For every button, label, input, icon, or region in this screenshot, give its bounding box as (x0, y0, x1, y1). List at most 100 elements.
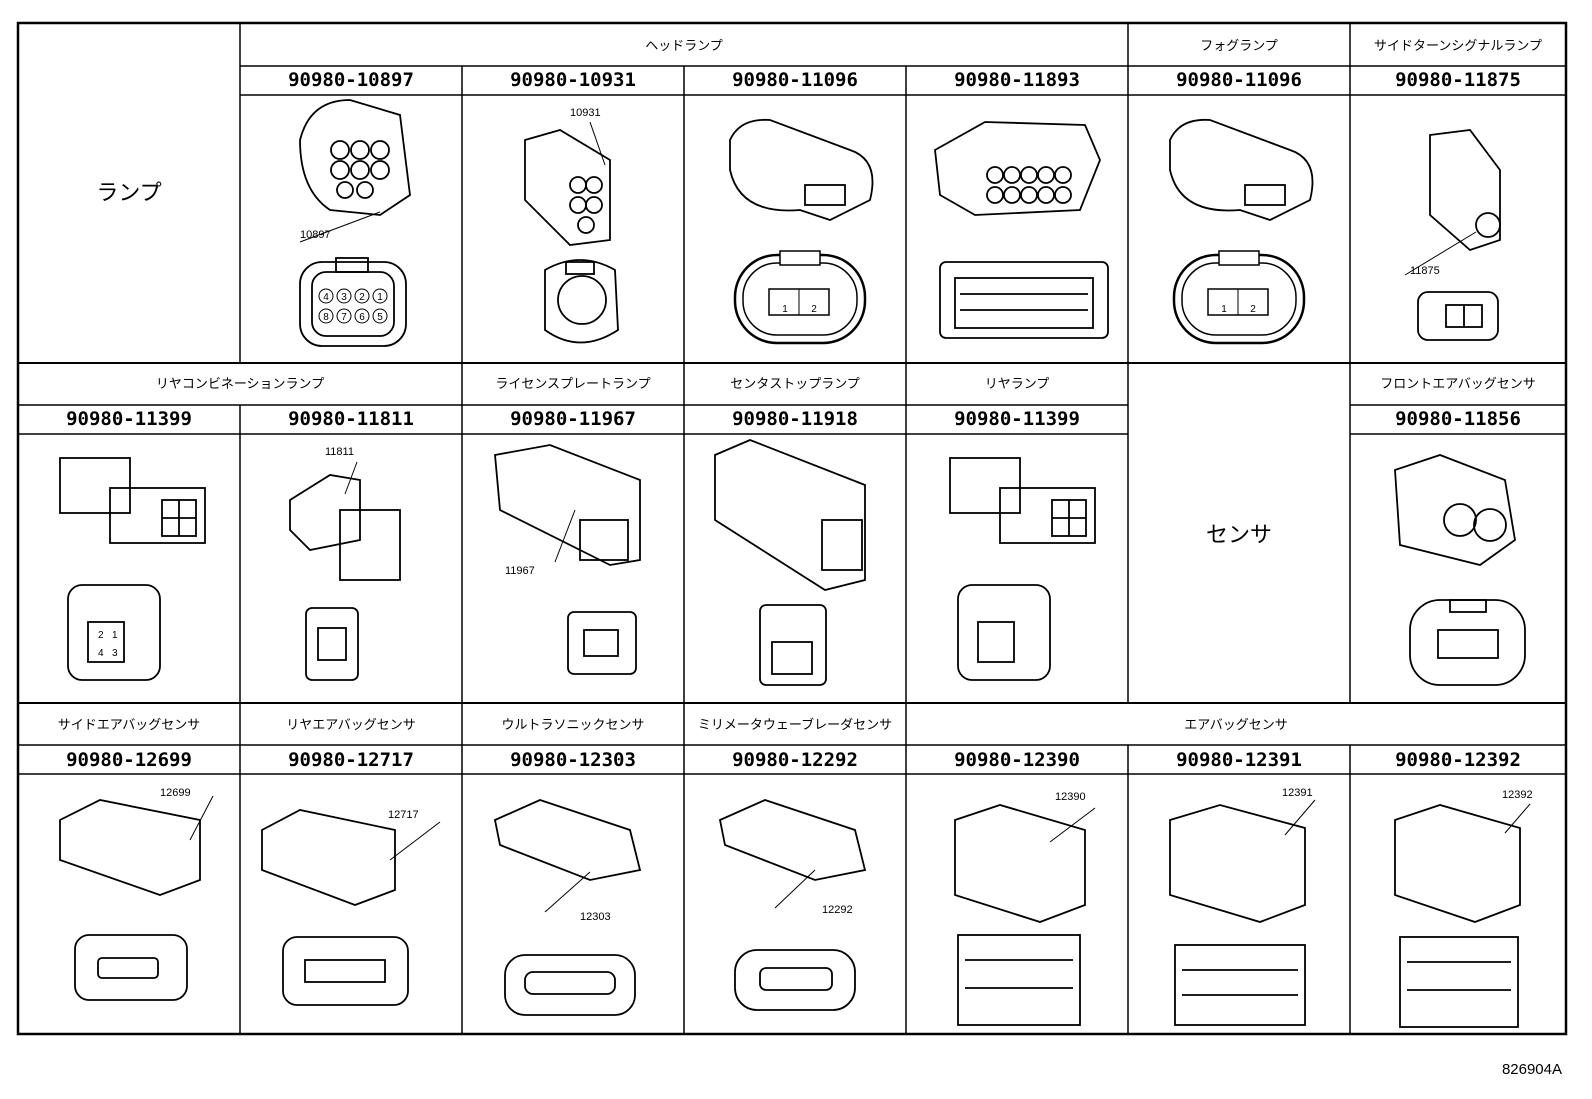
connector-11096-fog-face (1172, 249, 1306, 345)
part-number: 90980-12717 (288, 749, 414, 771)
svg-text:2: 2 (98, 630, 104, 641)
callout-leader (554, 509, 576, 563)
callout-leader (774, 869, 816, 909)
callout-10931: 10931 (570, 107, 601, 119)
part-number: 90980-11399 (66, 408, 192, 430)
connector-11875-drawing (1417, 129, 1501, 341)
part-number: 90980-12392 (1395, 749, 1521, 771)
lamp-section-label: ランプ (96, 181, 161, 206)
part-number: 90980-10897 (288, 69, 414, 91)
connector-10897-drawing (299, 99, 411, 347)
callout-12392: 12392 (1502, 789, 1533, 801)
callout-12717: 12717 (388, 809, 419, 821)
grid-lines (16, 21, 1568, 1036)
front-airbag-sensor-header: フロントエアバッグセンサ (1380, 377, 1535, 392)
part-number: 90980-11856 (1395, 408, 1521, 430)
connector-12303-drawing (493, 799, 642, 1016)
side-turn-signal-header: サイドターンシグナルランプ (1374, 39, 1542, 54)
svg-text:5: 5 (377, 312, 383, 323)
callout-12292: 12292 (822, 904, 853, 916)
connector-11893-drawing (934, 121, 1109, 339)
part-number: 90980-11967 (510, 408, 636, 430)
part-number: 90980-12391 (1176, 749, 1302, 771)
pin-label: 2 (1250, 304, 1256, 315)
connector-12292-drawing (718, 799, 867, 1011)
part-number: 90980-12292 (732, 749, 858, 771)
part-number: 90980-11096 (732, 69, 858, 91)
connector-12392-drawing (1394, 804, 1521, 1028)
sensor-section-label: センサ (1206, 523, 1272, 548)
part-number: 90980-11399 (954, 408, 1080, 430)
connector-12699-drawing (59, 799, 201, 1001)
part-number: 90980-12699 (66, 749, 192, 771)
connector-11811-drawing (289, 474, 401, 681)
connector-12717-drawing (261, 809, 409, 1006)
pin-labels: 4 3 2 1 8 7 6 5 (318, 288, 388, 324)
callout-10897: 10897 (300, 229, 331, 241)
row3-part-numbers: 90980-12699 90980-12717 90980-12303 9098… (66, 749, 1521, 771)
svg-text:6: 6 (359, 312, 365, 323)
connector-11399-rear-drawing (949, 457, 1096, 681)
part-number: 90980-11893 (954, 69, 1080, 91)
callout-11875: 11875 (1410, 265, 1440, 277)
connector-11096-drawing (729, 118, 874, 221)
callout-leader (189, 795, 214, 841)
license-plate-lamp-header: ライセンスプレートランプ (495, 377, 650, 392)
connector-11967-drawing (494, 444, 641, 675)
callout-leader (589, 121, 606, 166)
rear-airbag-sensor-header: リヤエアバッグセンサ (286, 718, 415, 733)
part-number: 90980-12390 (954, 749, 1080, 771)
connector-11856-drawing (1394, 454, 1526, 686)
connector-11918-drawing (714, 439, 866, 686)
part-number: 90980-11875 (1395, 69, 1521, 91)
connector-10931-drawing (524, 129, 619, 344)
svg-text:2: 2 (359, 292, 365, 303)
pin-label: 1 (782, 304, 788, 315)
callout-leader (544, 871, 591, 913)
pin-label: 2 (811, 304, 817, 315)
part-number: 90980-11918 (732, 408, 858, 430)
row1-part-numbers: 90980-10897 90980-10931 90980-11096 9098… (288, 69, 1521, 91)
airbag-sensor-header: エアバッグセンサ (1184, 718, 1287, 733)
svg-text:4: 4 (98, 648, 104, 659)
side-airbag-sensor-header: サイドエアバッグセンサ (58, 718, 200, 733)
row2-part-numbers: 90980-11399 90980-11811 90980-11967 9098… (66, 408, 1521, 430)
part-number: 90980-12303 (510, 749, 636, 771)
connector-11096-fog-drawing (1169, 118, 1314, 221)
callout-12390: 12390 (1055, 791, 1086, 803)
part-number: 90980-11096 (1176, 69, 1302, 91)
rear-lamp-header: リヤランプ (985, 377, 1050, 392)
fog-lamp-header: フォグランプ (1200, 39, 1278, 54)
pin-label: 1 (1221, 304, 1227, 315)
figure-number: 826904A (1502, 1061, 1562, 1078)
svg-text:1: 1 (377, 292, 383, 303)
svg-text:1: 1 (112, 630, 118, 641)
center-stop-lamp-header: センタストップランプ (730, 377, 860, 392)
callout-11967: 11967 (505, 565, 535, 577)
callout-12391: 12391 (1282, 787, 1313, 799)
mmwave-radar-sensor-header: ミリメータウェーブレーダセンサ (698, 717, 892, 733)
svg-text:8: 8 (323, 312, 329, 323)
callout-leader (1404, 231, 1477, 276)
connector-11399-drawing (59, 457, 206, 681)
callout-leader (344, 461, 358, 495)
rear-combination-lamp-header: リヤコンビネーションランプ (156, 377, 324, 392)
callout-leader (299, 211, 381, 243)
callout-leader (1284, 799, 1316, 836)
headlamp-header: ヘッドランプ (645, 39, 723, 54)
svg-text:7: 7 (341, 312, 347, 323)
callout-11811: 11811 (325, 446, 354, 458)
connector-12391-drawing (1169, 804, 1306, 1026)
callout-12699: 12699 (160, 787, 191, 799)
ultrasonic-sensor-header: ウルトラソニックセンサ (501, 718, 644, 733)
callout-leader (389, 821, 441, 861)
connector-11096-face (733, 249, 867, 345)
part-number: 90980-10931 (510, 69, 636, 91)
svg-text:3: 3 (112, 648, 118, 659)
callout-leader (1504, 803, 1531, 834)
part-number: 90980-11811 (288, 408, 414, 430)
connector-12390-drawing (954, 804, 1086, 1026)
svg-text:3: 3 (341, 292, 347, 303)
